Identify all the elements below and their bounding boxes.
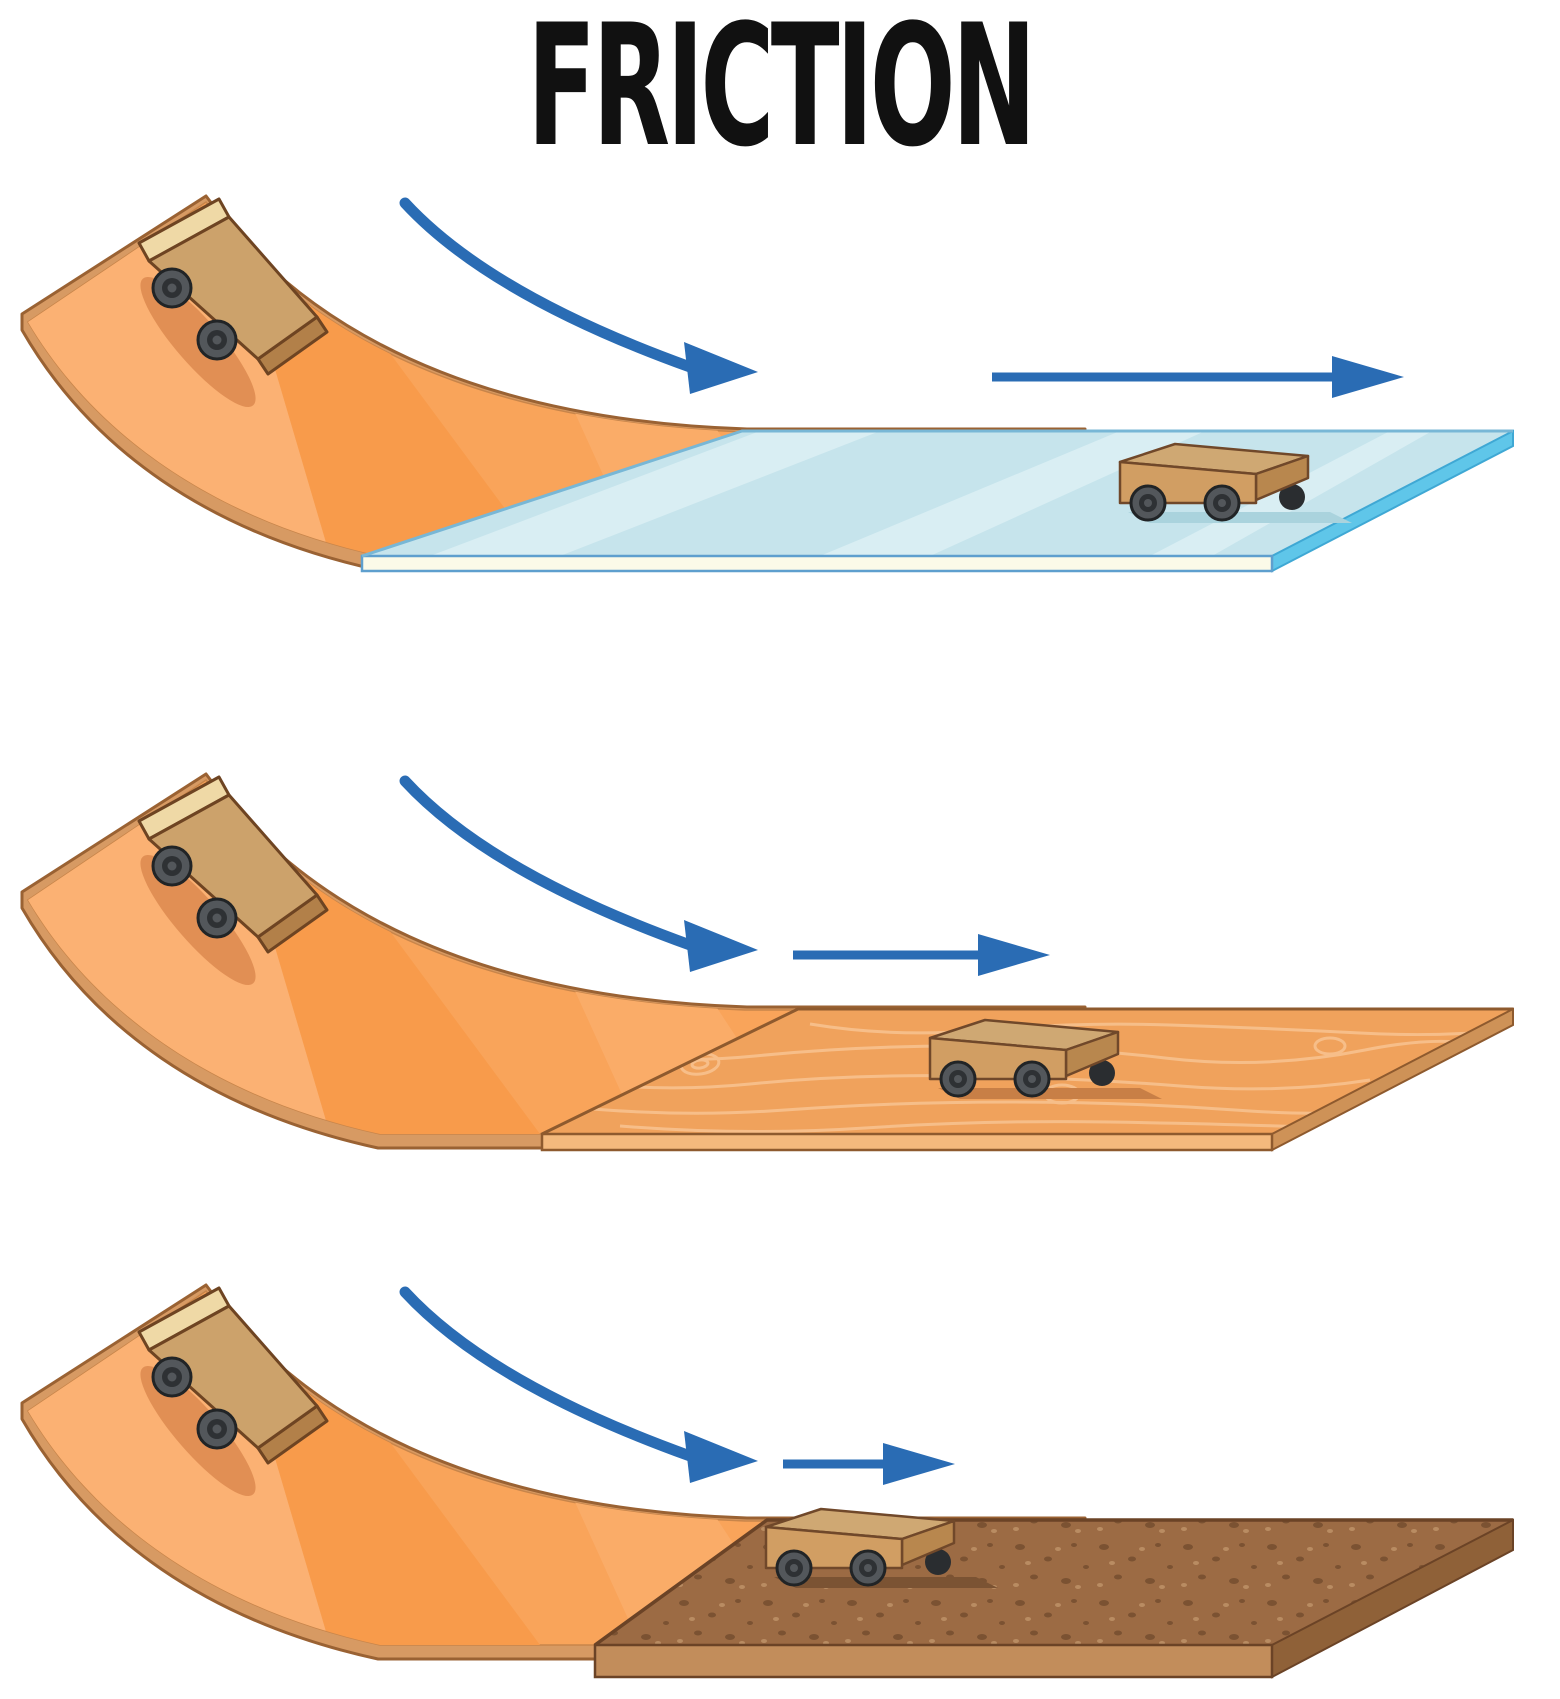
rough-surface <box>593 1518 1514 1679</box>
panel-wood-surface <box>0 774 1514 1152</box>
panel-smooth-surface <box>0 196 1514 573</box>
cart-shadow <box>774 1577 998 1588</box>
cart-shadow <box>1128 512 1352 523</box>
page-title: FRICTION <box>527 0 1036 184</box>
cart-shadow <box>938 1088 1162 1099</box>
panel-rough-surface <box>0 1285 1514 1679</box>
ice-underside <box>360 554 1274 573</box>
motion-arrow-icon <box>783 1443 955 1485</box>
rough-underside <box>593 1643 1274 1679</box>
motion-arrow-icon <box>793 934 1050 976</box>
wood-underside <box>540 1132 1274 1152</box>
motion-arrow-icon <box>992 356 1404 398</box>
